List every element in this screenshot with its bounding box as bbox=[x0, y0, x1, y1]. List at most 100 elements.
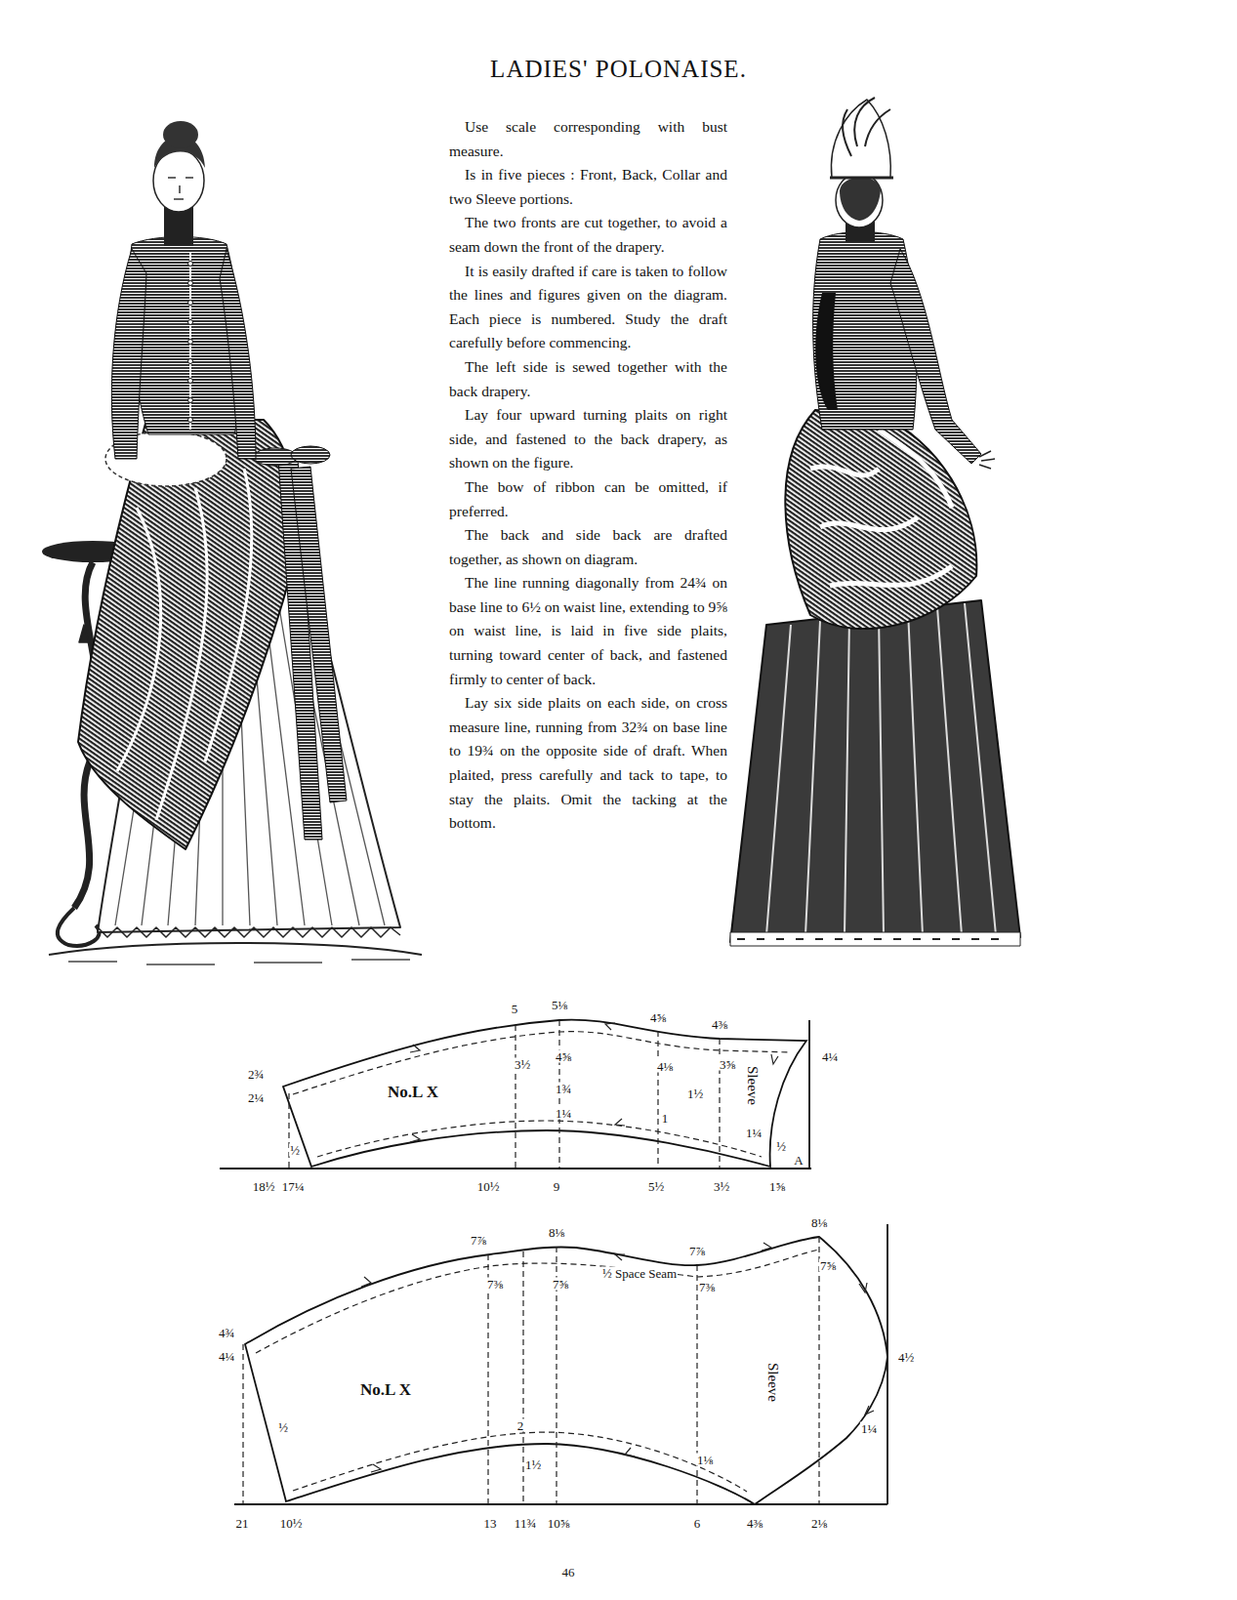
engraving-stroke bbox=[830, 99, 891, 178]
dimension-number: 2⅛ bbox=[810, 1517, 828, 1530]
engraving-stroke bbox=[188, 261, 194, 267]
engraving-stroke bbox=[97, 927, 401, 938]
construction-line bbox=[522, 1251, 524, 1505]
piece-name: Sleeve bbox=[765, 1362, 781, 1402]
dimension-number: 3½ bbox=[513, 1058, 532, 1072]
grain-arrow bbox=[361, 1277, 372, 1287]
engraving-stroke bbox=[79, 566, 89, 643]
engraving-stroke bbox=[188, 320, 194, 326]
piece-number: No.L X bbox=[360, 1381, 412, 1399]
dimension-number: ½ bbox=[288, 1144, 301, 1157]
dimension-number: 5⅛ bbox=[550, 998, 569, 1012]
grain-arrow bbox=[410, 1134, 420, 1143]
pattern-line bbox=[886, 1224, 889, 1505]
engraving-stroke bbox=[164, 206, 194, 247]
construction-line bbox=[317, 1120, 762, 1157]
text-column: Use scale corresponding with bust measur… bbox=[449, 115, 728, 836]
construction-line bbox=[292, 1031, 791, 1095]
dimension-number: 4⅜ bbox=[745, 1517, 764, 1530]
construction-line bbox=[487, 1254, 489, 1505]
dimension-number: 4⅝ bbox=[649, 1011, 667, 1025]
construction-line bbox=[558, 1020, 560, 1169]
engraving-stroke bbox=[78, 419, 298, 850]
dimension-number: 4⅜ bbox=[710, 1018, 729, 1031]
pattern-line bbox=[283, 1020, 807, 1167]
engraving-stroke bbox=[188, 261, 194, 423]
instruction-paragraph: The left side is sewed together with the… bbox=[449, 355, 728, 404]
construction-line bbox=[718, 1038, 720, 1169]
pattern-line bbox=[234, 1503, 888, 1506]
grain-arrow bbox=[371, 1464, 381, 1473]
instruction-paragraph: It is easily drafted if care is taken to… bbox=[449, 259, 728, 356]
pattern-line bbox=[245, 1237, 888, 1505]
grain-arrow bbox=[615, 1254, 625, 1261]
dimension-number: 21 bbox=[235, 1517, 250, 1530]
dimension-number: 9 bbox=[552, 1180, 562, 1194]
engraving-stroke bbox=[839, 176, 881, 221]
dimension-number: 1½ bbox=[686, 1087, 704, 1101]
engraving-stroke bbox=[766, 603, 996, 936]
grain-arrow bbox=[624, 1447, 635, 1457]
back-view-figure bbox=[730, 97, 1021, 947]
dimension-number: 5 bbox=[510, 1002, 520, 1016]
dimension-number: 7⅞ bbox=[688, 1244, 706, 1258]
grain-arrow bbox=[605, 1023, 616, 1031]
front-view-figure bbox=[41, 121, 422, 965]
dimension-number: 8⅛ bbox=[810, 1216, 828, 1230]
construction-line bbox=[242, 1344, 244, 1505]
engraving-stroke bbox=[810, 429, 952, 586]
engraving-stroke bbox=[48, 943, 422, 955]
construction-line bbox=[657, 1030, 659, 1169]
engraving-stroke bbox=[188, 359, 194, 365]
instruction-paragraph: Use scale corresponding with bust measur… bbox=[449, 115, 728, 164]
dimension-number: 2¼ bbox=[247, 1091, 265, 1105]
piece-number: No.L X bbox=[387, 1083, 439, 1101]
engraving-stroke bbox=[163, 121, 199, 149]
engraving-stroke bbox=[188, 300, 194, 306]
dimension-number: 1½ bbox=[524, 1458, 542, 1472]
dimension-number: 18½ bbox=[251, 1180, 277, 1194]
engraving-stroke bbox=[219, 248, 256, 459]
dimension-number: 7⅝ bbox=[551, 1278, 570, 1291]
engraving-stroke bbox=[290, 466, 347, 803]
construction-line bbox=[818, 1237, 820, 1505]
dimension-number: 1⅛ bbox=[696, 1453, 714, 1467]
dimension-number: 1 bbox=[660, 1112, 670, 1125]
dimension-number: 4¾ bbox=[217, 1326, 236, 1340]
grain-arrow bbox=[865, 1405, 874, 1415]
dimension-number: 4¼ bbox=[821, 1050, 839, 1064]
dimension-number: 4⅛ bbox=[656, 1060, 674, 1073]
dimension-number: 10⅝ bbox=[546, 1517, 572, 1530]
instruction-paragraph: Lay six side plaits on each side, on cro… bbox=[449, 691, 728, 836]
dimension-number: 10½ bbox=[476, 1180, 501, 1194]
dimension-number: 1¼ bbox=[860, 1422, 878, 1436]
dimension-number: 6 bbox=[693, 1517, 702, 1530]
pattern-outline bbox=[209, 1000, 835, 1182]
pattern-piece: No.L X Sleeve bbox=[219, 1215, 923, 1514]
engraving-stroke bbox=[890, 248, 982, 464]
engraving-stroke bbox=[290, 446, 330, 464]
dimension-number: 1⅝ bbox=[768, 1180, 786, 1194]
engraving-stroke bbox=[979, 451, 995, 469]
dimension-number: 3½ bbox=[712, 1180, 731, 1194]
piece-name: Sleeve bbox=[744, 1066, 760, 1106]
dimension-number: 5½ bbox=[647, 1180, 665, 1194]
engraving-stroke bbox=[815, 292, 838, 411]
instruction-paragraph: The two fronts are cut together, to avoi… bbox=[449, 210, 728, 259]
dimension-number: 2 bbox=[516, 1419, 526, 1433]
dimension-number: A bbox=[792, 1154, 804, 1167]
dimension-number: 13 bbox=[483, 1517, 498, 1530]
grain-arrow bbox=[859, 1282, 867, 1293]
dimension-number: 1¼ bbox=[554, 1107, 573, 1120]
construction-line bbox=[696, 1265, 698, 1505]
page-title: LADIES' POLONAISE. bbox=[0, 54, 1237, 84]
dimension-number: 4½ bbox=[897, 1351, 915, 1364]
construction-line bbox=[514, 1025, 516, 1169]
dimension-number: 11¾ bbox=[513, 1517, 537, 1530]
instruction-paragraph: The line running diagonally from 24¾ on … bbox=[449, 571, 728, 692]
instruction-paragraph: The bow of ribbon can be omitted, if pre… bbox=[449, 475, 728, 524]
page-number: 46 bbox=[561, 1566, 577, 1579]
engraving-stroke bbox=[842, 97, 891, 157]
instruction-paragraph: Is in five pieces : Front, Back, Collar … bbox=[449, 163, 728, 211]
dimension-number: 7⅜ bbox=[698, 1280, 716, 1294]
